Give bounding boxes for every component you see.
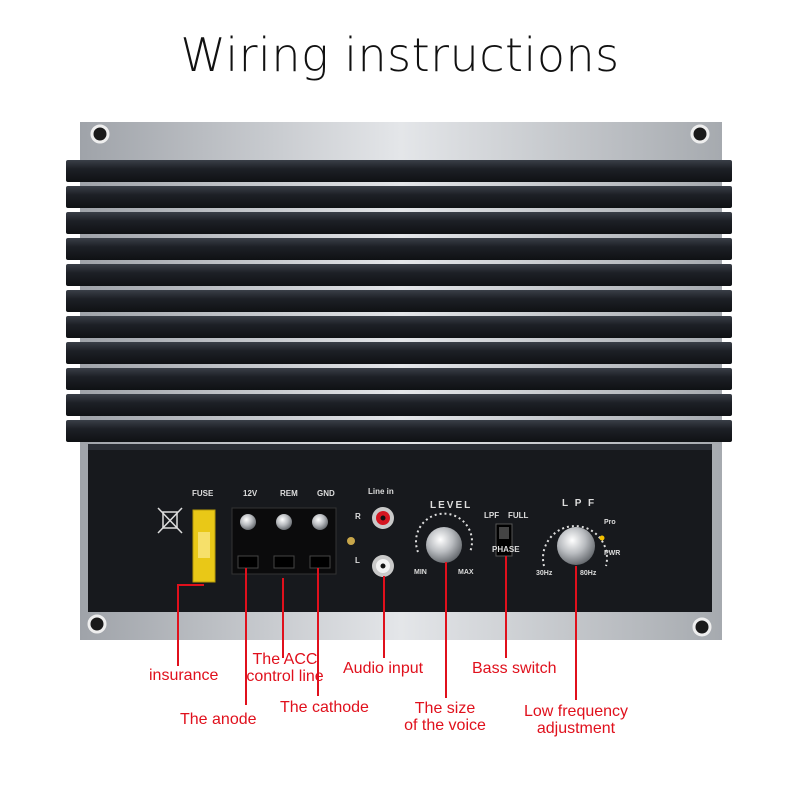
level-label: LEVEL	[430, 500, 472, 511]
rca-input-right[interactable]	[372, 507, 394, 529]
lpf-80hz-label: 80Hz	[580, 570, 597, 577]
switch-lpf-label: LPF	[484, 511, 499, 520]
terminal-12v-label: 12V	[243, 489, 258, 498]
terminal-rem[interactable]	[273, 514, 295, 569]
fuse[interactable]	[192, 509, 216, 583]
page-title: Wiring instructions	[180, 28, 620, 82]
power-led-icon	[347, 537, 355, 545]
terminal-12v[interactable]	[237, 514, 259, 569]
terminal-gnd[interactable]	[309, 514, 331, 569]
audio-input-label: Audio input	[343, 660, 424, 677]
callout-lines	[177, 556, 577, 705]
insurance-label: insurance	[149, 667, 219, 684]
level-max-label: MAX	[458, 569, 474, 576]
lpf-label: L P F	[562, 498, 596, 509]
low-frequency-label: Low frequency adjustment	[514, 703, 638, 737]
line-in-label: Line in	[368, 487, 394, 496]
rca-input-left[interactable]	[372, 555, 394, 577]
acc-label-line-2: control line	[246, 668, 324, 685]
cathode-label: The cathode	[280, 699, 369, 716]
bass-switch[interactable]	[495, 523, 513, 557]
level-min-label: MIN	[414, 569, 427, 576]
voice-size-line-1: The size	[414, 700, 476, 717]
acc-control-line-label: The ACC control line	[242, 651, 328, 685]
low-frequency-line-1: Low frequency	[523, 703, 629, 720]
mount-hole-icon	[692, 617, 712, 637]
bass-switch-label: Bass switch	[472, 660, 557, 677]
channel-r-label: R	[355, 512, 361, 521]
pro-label: Pro	[604, 519, 616, 526]
level-knob[interactable]	[426, 527, 462, 563]
voice-size-label: The size of the voice	[390, 700, 500, 734]
pwr-led-icon	[599, 535, 605, 541]
terminal-rem-label: REM	[280, 489, 298, 498]
low-frequency-line-2: adjustment	[536, 720, 616, 737]
anode-label: The anode	[180, 711, 257, 728]
recycle-bin-icon	[157, 507, 183, 534]
lpf-30hz-label: 30Hz	[536, 570, 553, 577]
mount-hole-icon	[90, 124, 110, 144]
fuse-label: FUSE	[192, 489, 214, 498]
mount-hole-icon	[690, 124, 710, 144]
voice-size-line-2: of the voice	[404, 717, 486, 734]
heatsink-fins	[66, 160, 732, 442]
channel-l-label: L	[355, 556, 360, 565]
lpf-knob[interactable]	[557, 527, 595, 565]
pwr-label: PWR	[604, 550, 620, 557]
terminal-gnd-label: GND	[317, 489, 335, 498]
mount-hole-icon	[87, 614, 107, 634]
switch-full-label: FULL	[508, 511, 529, 520]
control-panel	[88, 444, 712, 612]
acc-label-line-1: The ACC	[252, 651, 318, 668]
switch-phase-label: PHASE	[492, 545, 520, 554]
